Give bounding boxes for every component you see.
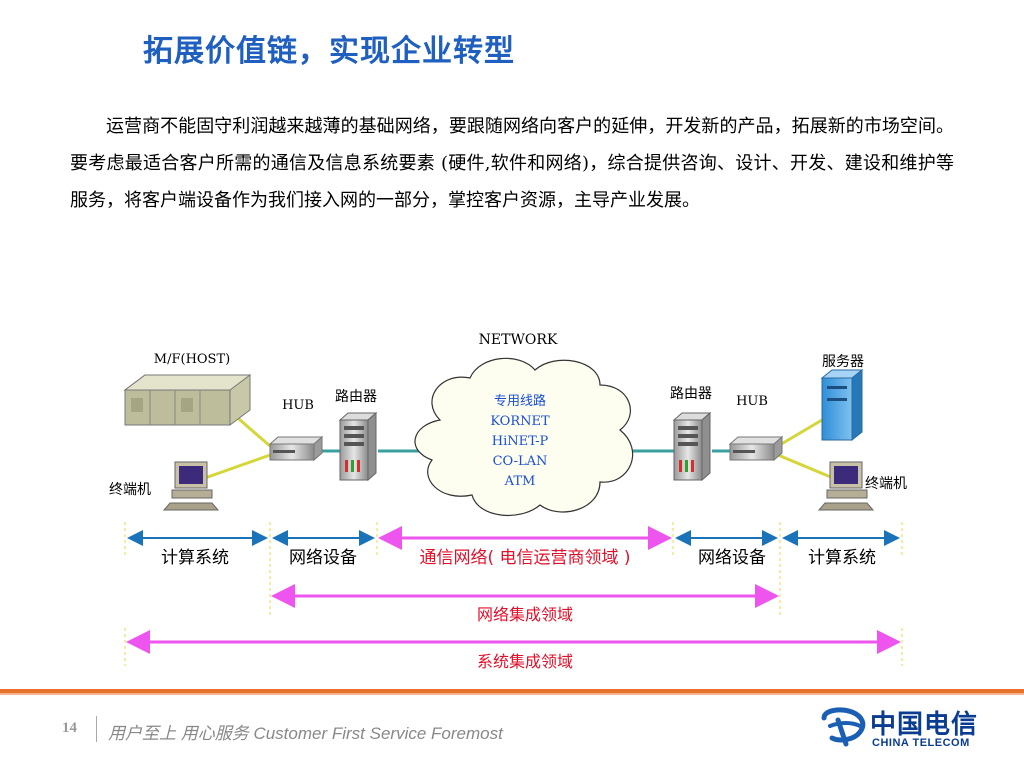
paragraph-text: 运营商不能固守利润越来越薄的基础网络，要跟随网络向客户的延伸，开发新的产品，拓展… [70, 116, 954, 211]
mainframe-icon [123, 374, 252, 426]
segment-compute-right: 计算系统 [808, 548, 876, 568]
logo-text-cn: 中国电信 [870, 710, 979, 740]
system-integration-label: 系统集成领域 [477, 652, 573, 671]
cloud-line-2: KORNET [490, 414, 550, 429]
network-cloud [414, 357, 634, 517]
cloud-line-5: ATM [504, 474, 536, 489]
cloud-line-3: HiNET-P [492, 434, 549, 449]
footer-accent-subline [0, 693, 1024, 695]
network-label: NETWORK [479, 332, 558, 348]
terminal-right-icon [817, 461, 875, 511]
router-right-icon [672, 411, 712, 482]
footer-accent-line [0, 689, 1024, 693]
body-paragraph: 运营商不能固守利润越来越薄的基础网络，要跟随网络向客户的延伸，开发新的产品，拓展… [70, 108, 954, 219]
server-icon [820, 368, 864, 442]
page-number: 14 [62, 720, 77, 736]
china-telecom-logo-icon [821, 707, 866, 747]
router-right-label: 路由器 [670, 386, 712, 402]
footer-slogan: 用户至上 用心服务 Customer First Service Foremos… [108, 724, 503, 743]
segment-arrows [126, 526, 901, 654]
server-label: 服务器 [822, 354, 864, 370]
host-label: M/F(HOST) [154, 352, 230, 367]
segment-telecom: 通信网络( 电信运营商领域 ) [419, 548, 630, 568]
network-diagram: NETWORK M/F(HOST) 服务器 HUB 路由器 路由器 HUB 终端… [109, 332, 907, 671]
hub-left-icon [268, 435, 324, 462]
cloud-line-4: CO-LAN [493, 454, 548, 469]
router-left-icon [338, 411, 378, 482]
hub-right-icon [728, 435, 784, 462]
logo-text-en: CHINA TELECOM [872, 737, 970, 749]
router-left-label: 路由器 [335, 389, 377, 405]
boundary-ticks [124, 522, 903, 666]
segment-compute-left: 计算系统 [161, 548, 229, 568]
hub-right-label: HUB [736, 394, 768, 409]
segment-netdev-right: 网络设备 [698, 548, 766, 568]
terminal-left-icon [162, 461, 220, 511]
terminal-left-label: 终端机 [109, 482, 151, 498]
segment-netdev-left: 网络设备 [289, 548, 357, 568]
footer-separator [96, 716, 97, 742]
hub-left-label: HUB [282, 398, 314, 413]
page-title: 拓展价值链，实现企业转型 [143, 34, 515, 69]
connection-lines [204, 411, 834, 480]
terminal-right-label: 终端机 [865, 476, 907, 492]
cloud-line-1: 专用线路 [494, 393, 546, 409]
network-integration-label: 网络集成领域 [477, 605, 573, 624]
